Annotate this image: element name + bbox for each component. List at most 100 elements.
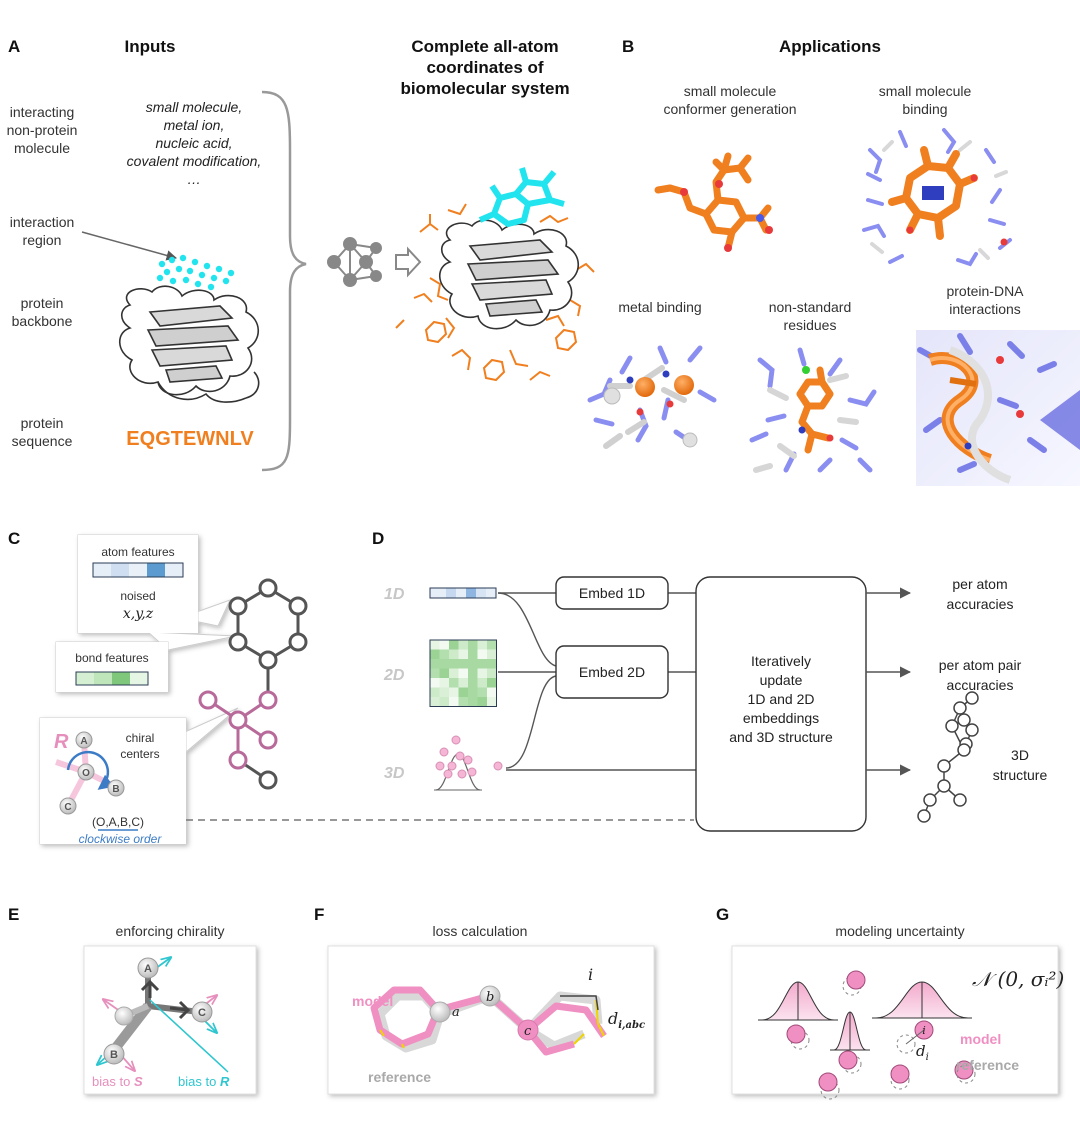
model-label-g: model	[960, 1031, 1001, 1047]
label-protein-backbone-1: protein	[21, 295, 64, 311]
output-complex-illustration	[395, 167, 595, 382]
label-molecule: molecule	[14, 140, 70, 156]
chiral-atom-c: C	[64, 802, 71, 813]
center-line-1: Iteratively	[751, 653, 811, 669]
molecule-type-0: small molecule,	[146, 99, 242, 115]
molecule-graph	[198, 578, 308, 790]
dim-1d-label: 1D	[384, 586, 405, 603]
noised-label: noised	[120, 589, 155, 603]
input-connectors	[497, 592, 696, 771]
input-2d-pair-map	[429, 639, 497, 707]
reference-label-f: reference	[368, 1069, 431, 1085]
bias-to-s-label: bias to S	[92, 1074, 143, 1089]
panel-g-title: modeling uncertainty	[835, 923, 964, 939]
atom-features-label: atom features	[101, 545, 174, 559]
dim-3d-label: 3D	[384, 765, 405, 782]
center-line-2: update	[760, 672, 803, 688]
panel-c-letter: C	[8, 529, 20, 548]
center-line-3: 1D and 2D	[748, 691, 815, 707]
enforce-atom-a: A	[144, 963, 152, 975]
chiral-tuple: (O,A,B,C)	[92, 815, 144, 829]
label-non-protein: non-protein	[7, 122, 78, 138]
embed-2d-label: Embed 2D	[579, 664, 645, 680]
loss-atom-a: a	[452, 1005, 460, 1020]
output-2-line-2: accuracies	[947, 677, 1014, 693]
app-nonstandard-label-2: residues	[784, 317, 837, 333]
bond-feature-vector	[75, 671, 149, 686]
input-3d-points	[434, 735, 503, 791]
clockwise-order-label: clockwise order	[79, 832, 163, 846]
chiral-atom-o: O	[82, 768, 90, 779]
output-title-line-3: biomolecular system	[400, 79, 569, 98]
molecule-type-1: metal ion,	[164, 117, 225, 133]
app-dna-label-2: interactions	[949, 301, 1021, 317]
app-binding-label-2: binding	[902, 101, 947, 117]
panel-d: D 1D 2D 3D Embed 1D Em	[372, 529, 1048, 832]
panel-g: G modeling uncertainty i 𝒩 (0, σᵢ²) di m…	[716, 905, 1064, 1100]
app-conformer-label-2: conformer generation	[663, 101, 796, 117]
chiral-label-2: centers	[120, 747, 159, 761]
label-protein-backbone-2: backbone	[12, 313, 73, 329]
conformer-molecule-render	[654, 152, 772, 252]
panel-c: C atom features noised x,y,z bond featur…	[8, 529, 694, 846]
xyz-label: x,y,z	[123, 606, 154, 622]
app-conformer-label-1: small molecule	[684, 83, 777, 99]
inputs-title: Inputs	[125, 37, 176, 56]
chiral-label-1: chiral	[126, 731, 155, 745]
output-title-line-2: coordinates of	[426, 58, 543, 77]
app-dna-label-1: protein-DNA	[946, 283, 1024, 299]
molecule-type-4: …	[187, 171, 201, 187]
output-3-line-2: structure	[993, 767, 1048, 783]
chiral-center-diagram: A O B C	[55, 731, 125, 815]
output-title-line-1: Complete all-atom	[411, 37, 558, 56]
label-interacting: interacting	[10, 104, 75, 120]
output-arrows	[866, 587, 912, 776]
label-protein-sequence-2: sequence	[12, 433, 73, 449]
panel-f-letter: F	[314, 905, 324, 924]
embed-1d-box	[555, 576, 669, 610]
dim-2d-label: 2D	[383, 667, 405, 684]
uncertainty-diagram	[758, 970, 976, 1100]
app-nonstandard-label-1: non-standard	[769, 299, 852, 315]
output-3d-structure	[917, 691, 979, 823]
label-protein-sequence-1: protein	[21, 415, 64, 431]
applications-title: Applications	[779, 37, 881, 56]
panel-g-letter: G	[716, 905, 729, 924]
panel-f: F loss calculation model reference a	[314, 905, 655, 1095]
protein-sequence: EQGTEWNLV	[126, 428, 254, 450]
bias-to-r-label: bias to R	[178, 1074, 230, 1089]
model-label-f: model	[352, 993, 393, 1009]
neural-network-icon	[327, 237, 382, 287]
embed-2d-box	[555, 645, 669, 699]
output-1-line-2: accuracies	[947, 596, 1014, 612]
panel-d-letter: D	[372, 529, 384, 548]
output-3-line-1: 3D	[1011, 747, 1029, 763]
protein-dna-render	[916, 330, 1080, 486]
panel-a: A Inputs Complete all-atom coordinates o…	[7, 37, 595, 472]
metal-binding-render	[587, 345, 717, 449]
input-1d-vector	[429, 587, 497, 599]
small-molecule-binding-render	[862, 128, 1012, 267]
uncertainty-distance-label: di	[916, 1042, 929, 1063]
process-arrow-icon	[395, 246, 422, 278]
output-2-line-1: per atom pair	[939, 657, 1022, 673]
inputs-brace	[261, 90, 307, 472]
loss-distance-label: di,abc	[608, 1009, 645, 1031]
label-interaction: interaction	[10, 214, 75, 230]
loss-atom-b: b	[486, 990, 494, 1005]
enforce-atom-b: B	[110, 1049, 118, 1061]
panel-e: E enforcing chirality A B C bias	[8, 905, 257, 1095]
panel-f-title: loss calculation	[433, 923, 528, 939]
normal-distribution-label: 𝒩 (0, σᵢ²)	[972, 967, 1064, 991]
uncertainty-atom-i: i	[922, 1024, 926, 1037]
panel-e-box	[83, 945, 257, 1095]
center-line-4: embeddings	[743, 710, 819, 726]
non-standard-residues-render	[749, 347, 877, 473]
panel-e-title: enforcing chirality	[116, 923, 225, 939]
interaction-region-dots	[156, 254, 235, 291]
panel-e-letter: E	[8, 905, 19, 924]
reference-label-g: reference	[956, 1057, 1019, 1073]
molecule-type-3: covalent modification,	[127, 153, 262, 169]
panel-b: B Applications small molecule conformer …	[587, 37, 1080, 486]
